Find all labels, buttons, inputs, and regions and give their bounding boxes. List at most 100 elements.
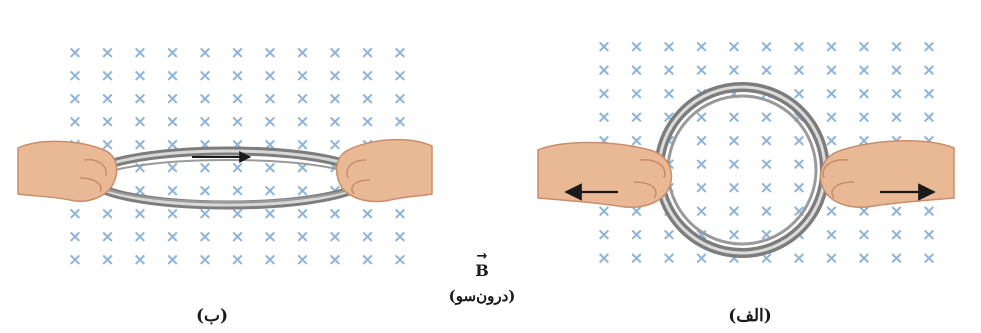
- field-into-page-marker: ×: [922, 61, 936, 81]
- panel-b-caption: (ب): [172, 306, 252, 326]
- field-into-page-marker: ×: [328, 89, 342, 109]
- field-into-page-marker: ×: [133, 227, 147, 247]
- field-into-page-marker: ×: [230, 227, 244, 247]
- field-into-page-marker: ×: [922, 108, 936, 128]
- field-into-page-marker: ×: [360, 66, 374, 86]
- field-into-page-marker: ×: [662, 37, 676, 57]
- field-into-page-marker: ×: [230, 66, 244, 86]
- field-into-page-marker: ×: [328, 250, 342, 270]
- field-into-page-marker: ×: [165, 43, 179, 63]
- field-into-page-marker: ×: [662, 61, 676, 81]
- field-into-page-marker: ×: [857, 84, 871, 104]
- field-into-page-marker: ×: [165, 89, 179, 109]
- field-symbol: B: [462, 262, 502, 280]
- field-into-page-marker: ×: [597, 84, 611, 104]
- field-into-page-marker: ×: [629, 249, 643, 269]
- field-into-page-marker: ×: [694, 61, 708, 81]
- field-into-page-marker: ×: [360, 204, 374, 224]
- field-into-page-marker: ×: [629, 37, 643, 57]
- field-into-page-marker: ×: [922, 225, 936, 245]
- field-into-page-marker: ×: [727, 155, 741, 175]
- field-into-page-marker: ×: [629, 225, 643, 245]
- field-into-page-marker: ×: [857, 225, 871, 245]
- field-into-page-marker: ×: [165, 250, 179, 270]
- field-into-page-marker: ×: [792, 131, 806, 151]
- field-into-page-marker: ×: [824, 108, 838, 128]
- field-into-page-marker: ×: [100, 204, 114, 224]
- field-into-page-marker: ×: [759, 108, 773, 128]
- field-into-page-marker: ×: [597, 108, 611, 128]
- field-into-page-marker: ×: [68, 204, 82, 224]
- field-into-page-marker: ×: [198, 66, 212, 86]
- field-into-page-marker: ×: [759, 61, 773, 81]
- field-into-page-marker: ×: [922, 249, 936, 269]
- field-into-page-marker: ×: [662, 249, 676, 269]
- field-into-page-marker: ×: [857, 249, 871, 269]
- field-into-page-marker: ×: [922, 84, 936, 104]
- field-direction-label: (درون‌سو): [436, 287, 528, 305]
- field-into-page-marker: ×: [68, 89, 82, 109]
- field-into-page-marker: ×: [662, 84, 676, 104]
- right-hand: [337, 140, 432, 202]
- field-into-page-marker: ×: [328, 43, 342, 63]
- field-into-page-marker: ×: [230, 181, 244, 201]
- field-into-page-marker: ×: [889, 84, 903, 104]
- field-into-page-marker: ×: [68, 112, 82, 132]
- field-into-page-marker: ×: [694, 37, 708, 57]
- field-into-page-marker: ×: [295, 112, 309, 132]
- field-into-page-marker: ×: [230, 112, 244, 132]
- field-into-page-marker: ×: [824, 225, 838, 245]
- field-into-page-marker: ×: [295, 227, 309, 247]
- field-into-page-marker: ×: [922, 202, 936, 222]
- field-into-page-marker: ×: [133, 89, 147, 109]
- field-into-page-marker: ×: [694, 249, 708, 269]
- field-into-page-marker: ×: [295, 204, 309, 224]
- field-into-page-marker: ×: [759, 37, 773, 57]
- field-into-page-marker: ×: [68, 250, 82, 270]
- field-into-page-marker: ×: [727, 178, 741, 198]
- field-into-page-marker: ×: [263, 66, 277, 86]
- field-into-page-marker: ×: [68, 227, 82, 247]
- field-into-page-marker: ×: [824, 249, 838, 269]
- field-into-page-marker: ×: [295, 66, 309, 86]
- field-into-page-marker: ×: [922, 37, 936, 57]
- field-into-page-marker: ×: [165, 112, 179, 132]
- field-into-page-marker: ×: [295, 250, 309, 270]
- field-into-page-marker: ×: [133, 204, 147, 224]
- field-into-page-marker: ×: [100, 250, 114, 270]
- field-into-page-marker: ×: [393, 66, 407, 86]
- field-into-page-marker: ×: [792, 37, 806, 57]
- field-into-page-marker: ×: [759, 131, 773, 151]
- field-into-page-marker: ×: [165, 227, 179, 247]
- left-hand: [538, 143, 671, 208]
- field-into-page-marker: ×: [198, 112, 212, 132]
- field-into-page-marker: ×: [198, 43, 212, 63]
- field-into-page-marker: ×: [328, 227, 342, 247]
- squashed-ring: [90, 151, 366, 205]
- field-into-page-marker: ×: [857, 108, 871, 128]
- field-into-page-marker: ×: [230, 43, 244, 63]
- field-into-page-marker: ×: [328, 204, 342, 224]
- field-into-page-marker: ×: [360, 43, 374, 63]
- field-into-page-marker: ×: [727, 37, 741, 57]
- field-into-page-marker: ×: [393, 227, 407, 247]
- field-into-page-marker: ×: [263, 112, 277, 132]
- field-into-page-marker: ×: [133, 66, 147, 86]
- field-vector-label: → B: [462, 252, 502, 280]
- field-into-page-marker: ×: [198, 181, 212, 201]
- field-into-page-marker: ×: [694, 155, 708, 175]
- field-into-page-marker: ×: [727, 202, 741, 222]
- field-into-page-marker: ×: [68, 43, 82, 63]
- field-into-page-marker: ×: [230, 250, 244, 270]
- left-hand: [18, 141, 117, 201]
- field-into-page-marker: ×: [393, 250, 407, 270]
- field-into-page-marker: ×: [857, 61, 871, 81]
- field-into-page-marker: ×: [792, 249, 806, 269]
- field-into-page-marker: ×: [360, 250, 374, 270]
- field-into-page-marker: ×: [295, 158, 309, 178]
- field-into-page-marker: ×: [792, 178, 806, 198]
- field-into-page-marker: ×: [759, 202, 773, 222]
- field-into-page-marker: ×: [824, 202, 838, 222]
- field-into-page-marker: ×: [889, 225, 903, 245]
- field-into-page-marker: ×: [694, 131, 708, 151]
